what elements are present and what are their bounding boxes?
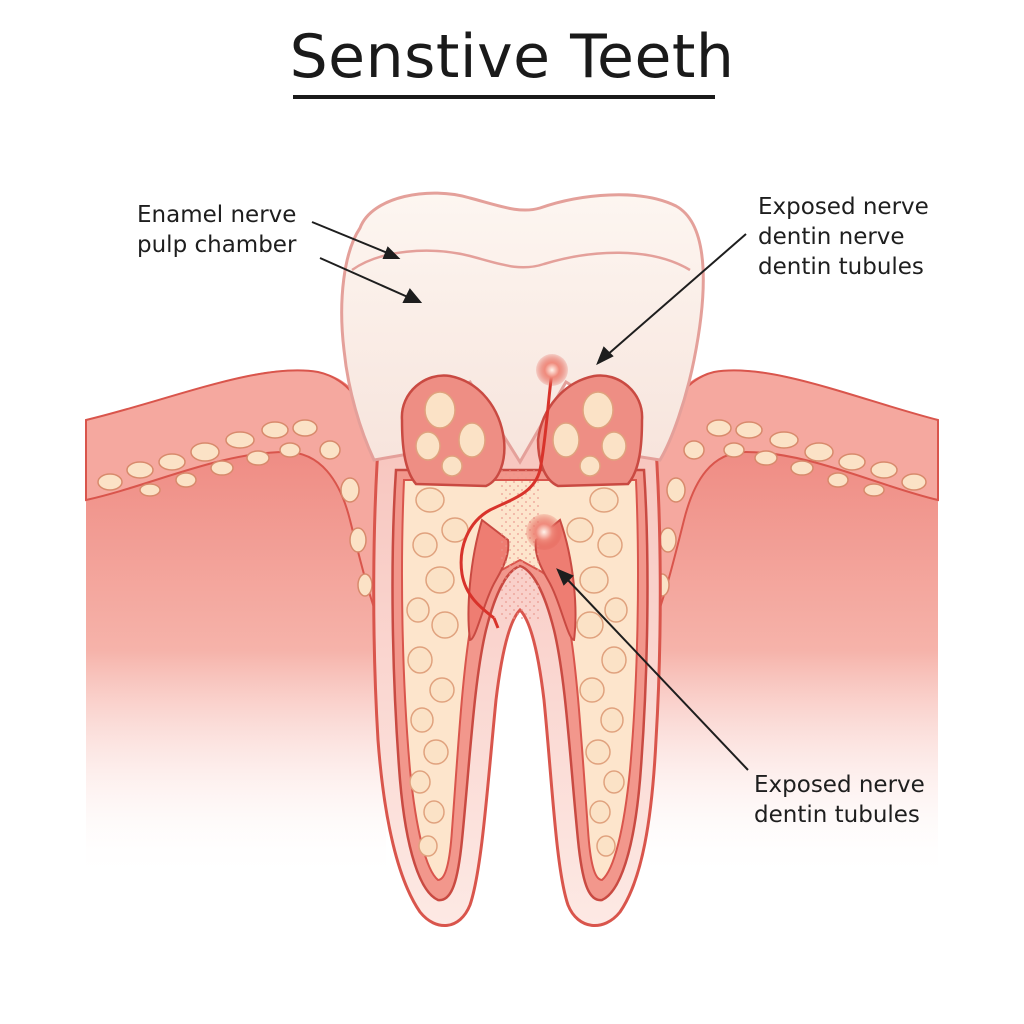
bone-cells-left <box>97 419 373 597</box>
label-top-right-line3: dentin tubules <box>758 254 924 280</box>
page-title: Senstive Teeth <box>289 22 735 92</box>
arrow-top-right <box>596 233 747 366</box>
dentin-cells <box>406 487 628 857</box>
label-top-right-line1: Exposed nerve <box>758 194 929 220</box>
exposed-nerve-spot-top <box>536 354 568 386</box>
pulp-chamber <box>400 374 644 488</box>
enamel-crown <box>340 191 705 465</box>
label-bottom-right-line1: Exposed nerve <box>754 772 925 798</box>
label-top-left: Enamel nerve pulp chamber <box>137 200 296 260</box>
nerve <box>459 354 568 629</box>
bone-cells-right <box>654 419 927 597</box>
arrow-pulp-chamber <box>319 257 423 303</box>
label-bottom-right-line2: dentin tubules <box>754 802 920 828</box>
label-top-right-line2: dentin nerve <box>758 224 905 250</box>
label-top-right: Exposed nerve dentin nerve dentin tubule… <box>758 192 929 282</box>
tooth-roots <box>372 418 662 928</box>
label-bottom-right: Exposed nerve dentin tubules <box>754 770 925 830</box>
label-top-left-line2: pulp chamber <box>137 232 297 258</box>
exposed-nerve-spot-bottom <box>526 514 562 550</box>
leader-lines <box>311 221 749 771</box>
label-top-left-line1: Enamel nerve <box>137 202 297 228</box>
arrow-bottom-right <box>556 568 749 771</box>
arrow-enamel <box>311 221 401 259</box>
title-underline <box>293 95 715 99</box>
